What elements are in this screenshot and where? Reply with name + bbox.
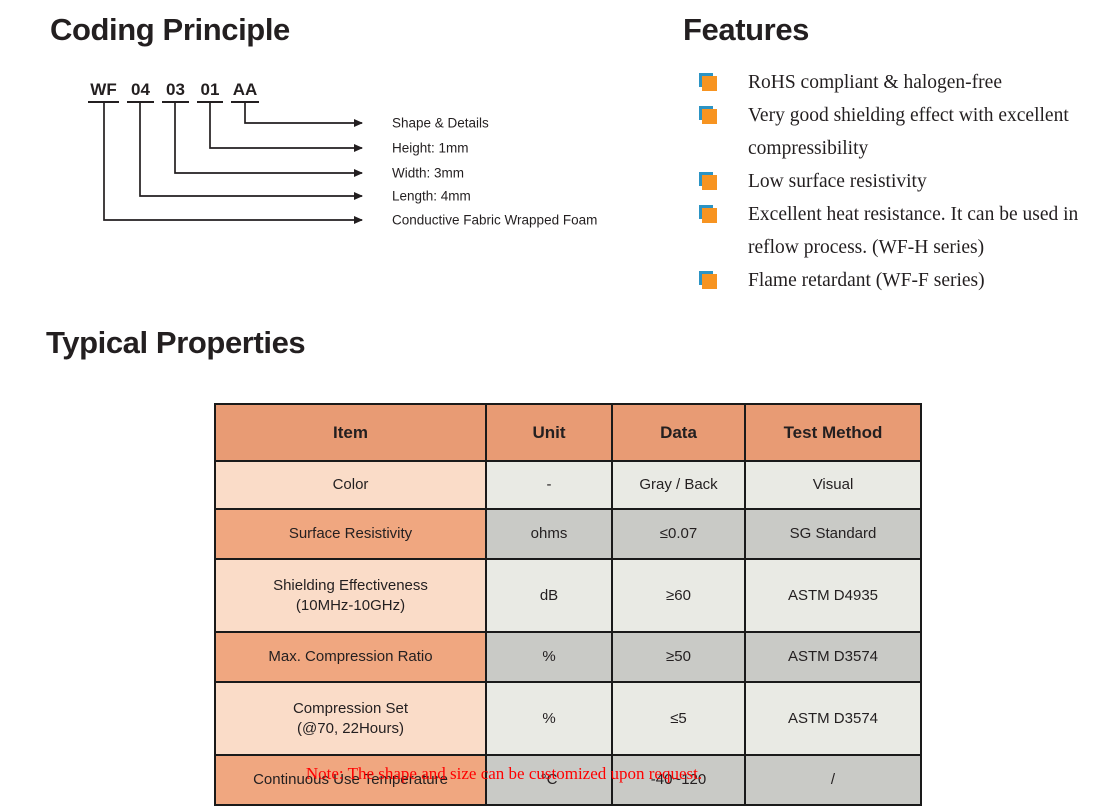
cell-item: Color: [214, 460, 487, 510]
cell-unit: dB: [485, 558, 613, 633]
orange-square-bullet-icon: [699, 205, 721, 227]
cell-unit: %: [485, 631, 613, 683]
table-row: Shielding Effectiveness(10MHz-10GHz) dB …: [214, 558, 922, 633]
column-header-unit: Unit: [485, 403, 613, 462]
orange-square-bullet-icon: [699, 172, 721, 194]
table-row: Surface Resistivity ohms ≤0.07 SG Standa…: [214, 508, 922, 560]
cell-item: Surface Resistivity: [214, 508, 487, 560]
table-row: Color - Gray / Back Visual: [214, 460, 922, 510]
feature-item: Excellent heat resistance. It can be use…: [690, 198, 1110, 264]
table-header-row: Item Unit Data Test Method: [214, 403, 922, 462]
feature-item: Flame retardant (WF-F series): [690, 264, 1110, 297]
cell-data: Gray / Back: [611, 460, 746, 510]
cell-data: ≥50: [611, 631, 746, 683]
table-row: Max. Compression Ratio % ≥50 ASTM D3574: [214, 631, 922, 683]
typical-properties-heading: Typical Properties: [46, 325, 306, 360]
cell-method: SG Standard: [744, 508, 922, 560]
cell-method: ASTM D4935: [744, 558, 922, 633]
coding-principle-heading: Coding Principle: [50, 12, 290, 47]
feature-item: Very good shielding effect with excellen…: [690, 99, 1110, 165]
cell-unit: -: [485, 460, 613, 510]
feature-item: Low surface resistivity: [690, 165, 1110, 198]
orange-square-bullet-icon: [699, 271, 721, 293]
coding-label-width: Width: 3mm: [392, 165, 465, 181]
column-header-item: Item: [214, 403, 487, 462]
column-header-test-method: Test Method: [744, 403, 922, 462]
coding-leader-lines: [103, 103, 363, 224]
code-token-shape: AA: [231, 80, 259, 103]
coding-label-shape: Shape & Details: [392, 115, 489, 131]
orange-square-bullet-icon: [699, 73, 721, 95]
orange-square-bullet-icon: [699, 106, 721, 128]
feature-item: RoHS compliant & halogen-free: [690, 66, 1110, 99]
cell-data: ≥60: [611, 558, 746, 633]
cell-item: Compression Set(@70, 22Hours): [214, 681, 487, 756]
code-token-width: 03: [162, 80, 189, 103]
cell-item: Max. Compression Ratio: [214, 631, 487, 683]
table-note: Note: The shape and size can be customiz…: [305, 764, 703, 783]
feature-text: RoHS compliant & halogen-free: [748, 72, 1002, 93]
cell-item: Shielding Effectiveness(10MHz-10GHz): [214, 558, 487, 633]
cell-unit: %: [485, 681, 613, 756]
code-token-wf: WF: [88, 80, 119, 103]
cell-method: /: [744, 754, 922, 806]
code-token-height: 01: [197, 80, 223, 103]
table-row: Compression Set(@70, 22Hours) % ≤5 ASTM …: [214, 681, 922, 756]
coding-label-length: Length: 4mm: [392, 188, 471, 204]
code-token-length: 04: [127, 80, 154, 103]
typical-properties-table: Item Unit Data Test Method Color - Gray …: [214, 403, 922, 806]
cell-unit: °C: [485, 754, 613, 806]
feature-text: Low surface resistivity: [748, 171, 927, 192]
cell-data: -40~120: [611, 754, 746, 806]
cell-unit: ohms: [485, 508, 613, 560]
feature-text: Excellent heat resistance. It can be use…: [748, 204, 1079, 258]
cell-method: ASTM D3574: [744, 631, 922, 683]
column-header-data: Data: [611, 403, 746, 462]
cell-data: ≤0.07: [611, 508, 746, 560]
feature-text: Very good shielding effect with excellen…: [748, 105, 1069, 159]
coding-label-material: Conductive Fabric Wrapped Foam: [392, 212, 598, 228]
cell-method: ASTM D3574: [744, 681, 922, 756]
features-list: RoHS compliant & halogen-free Very good …: [690, 66, 1110, 297]
feature-text: Flame retardant (WF-F series): [748, 270, 985, 291]
table-row: Continuous Use Temperature °C -40~120 /: [214, 754, 922, 806]
coding-label-height: Height: 1mm: [392, 140, 469, 156]
cell-data: ≤5: [611, 681, 746, 756]
features-heading: Features: [683, 12, 810, 47]
coding-principle-diagram: WF 04 03 01 AA Shape & Details Height: 1…: [0, 0, 680, 250]
cell-method: Visual: [744, 460, 922, 510]
